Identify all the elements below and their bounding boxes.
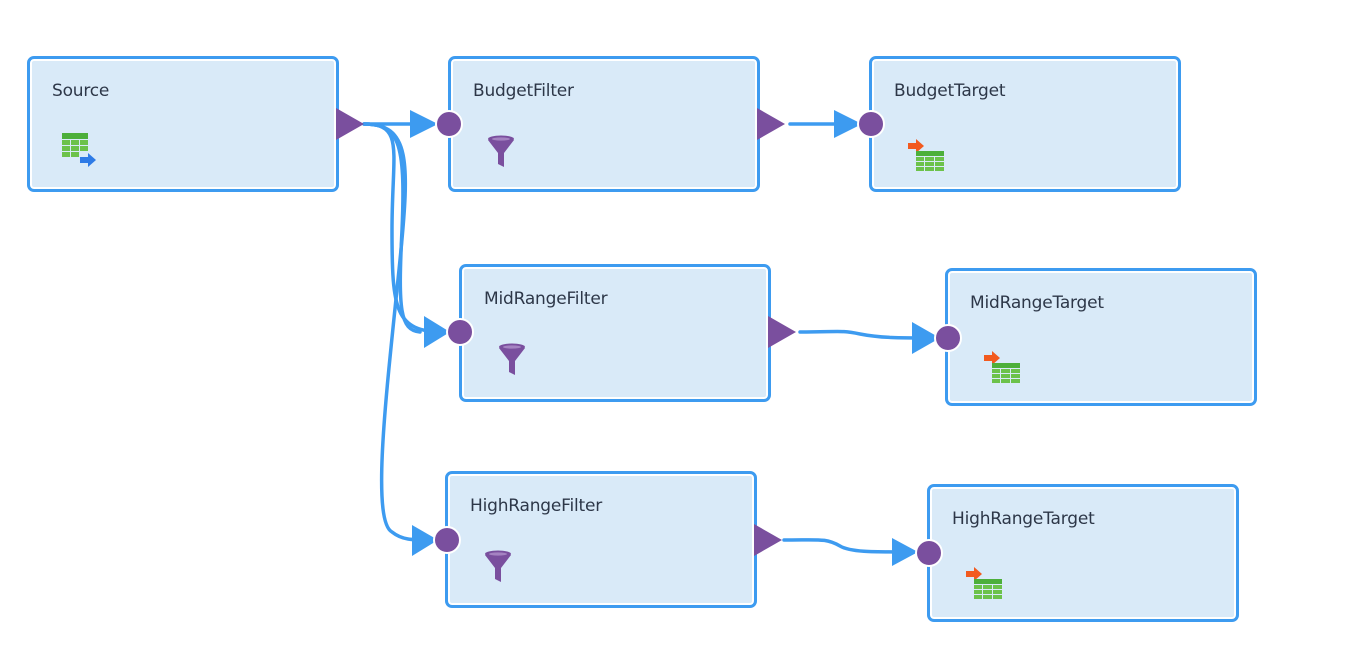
node-title: BudgetFilter: [473, 81, 574, 101]
budgetfilter-output-port[interactable]: [757, 108, 785, 140]
source-table-icon: [62, 133, 98, 171]
filter-funnel-icon: [484, 550, 512, 588]
node-midrangefilter[interactable]: MidRangeFilter: [459, 264, 771, 402]
node-title: MidRangeTarget: [970, 293, 1104, 313]
node-budgettarget[interactable]: BudgetTarget: [869, 56, 1181, 192]
node-highrangetarget[interactable]: HighRangeTarget: [927, 484, 1239, 622]
node-highrangefilter[interactable]: HighRangeFilter: [445, 471, 757, 608]
target-table-icon: [984, 349, 1020, 387]
target-table-icon: [966, 565, 1002, 603]
budgetfilter-input-port[interactable]: [435, 110, 463, 138]
arrowhead-highrangefilter: [412, 525, 438, 556]
source-output-port[interactable]: [336, 108, 364, 140]
node-title: Source: [52, 81, 110, 101]
node-budgetfilter[interactable]: BudgetFilter: [448, 56, 760, 192]
node-midrangetarget[interactable]: MidRangeTarget: [945, 268, 1257, 406]
arrowhead-midrangetarget: [912, 322, 940, 354]
arrowhead-highrangetarget: [892, 538, 918, 566]
filter-funnel-icon: [487, 135, 515, 173]
arrowhead-budgettarget: [834, 110, 862, 138]
filter-funnel-icon: [498, 343, 526, 381]
arrowhead-midrangefilter: [424, 316, 450, 348]
node-title: BudgetTarget: [894, 81, 1006, 101]
midrangefilter-output-port[interactable]: [768, 316, 796, 348]
midrangefilter-input-port[interactable]: [446, 318, 474, 346]
arrowhead-budgetfilter: [410, 110, 438, 138]
midrangetarget-input-port[interactable]: [934, 324, 962, 352]
link-highrangefilter-highrangetarget[interactable]: [782, 538, 914, 554]
highrangetarget-input-port[interactable]: [915, 539, 943, 567]
target-table-icon: [908, 137, 944, 175]
budgettarget-input-port[interactable]: [857, 110, 885, 138]
node-source[interactable]: Source: [27, 56, 339, 192]
node-title: HighRangeTarget: [952, 509, 1095, 529]
node-title: HighRangeFilter: [470, 496, 603, 516]
link-source-highrangefilter[interactable]: [362, 122, 432, 542]
link-midrangefilter-midrangetarget[interactable]: [798, 329, 934, 340]
highrangefilter-input-port[interactable]: [433, 526, 461, 554]
node-title: MidRangeFilter: [484, 289, 608, 309]
highrangefilter-output-port[interactable]: [754, 524, 782, 556]
